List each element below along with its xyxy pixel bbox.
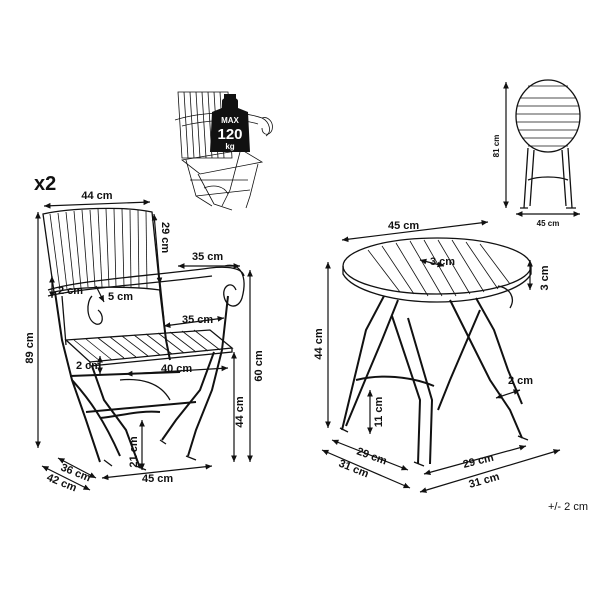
- chair-seat-width-label: 40 cm: [161, 363, 192, 375]
- max-load-line3: kg: [225, 142, 234, 151]
- tolerance-note: +/- 2 cm: [548, 501, 588, 513]
- table-base-b-outer-label: 31 cm: [468, 471, 502, 491]
- chair-dimensions: 44 cm 29 cm 35 cm 2 cm 5 cm 89 cm 35 cm …: [24, 190, 265, 495]
- chair-drawing: [42, 207, 245, 471]
- quantity-multiplier: x2: [34, 173, 56, 195]
- table-leg-clearance-label: 11 cm: [373, 396, 385, 427]
- table-height-label: 44 cm: [313, 328, 325, 359]
- table-base-b-inner-label: 29 cm: [462, 452, 495, 471]
- chair-total-height-label: 89 cm: [24, 332, 36, 363]
- table-base-a-outer-label: 31 cm: [337, 458, 371, 481]
- table-leg-thickness-label: 2 cm: [508, 375, 533, 387]
- folded-table-dimensions: 81 cm 45 cm: [492, 82, 580, 228]
- chair-base-width-label: 45 cm: [142, 473, 173, 485]
- chair-armrest-gap-label: 5 cm: [108, 291, 133, 303]
- folded-table-drawing: [515, 79, 581, 209]
- max-load-line2: 120: [217, 126, 242, 143]
- table-slat-width-label: 3 cm: [430, 256, 455, 268]
- chair-seat-thickness-label: 2 cm: [76, 360, 101, 372]
- table-drawing: [339, 237, 532, 467]
- chair-armrest-length-label: 35 cm: [192, 251, 223, 263]
- chair-armrest-height-label: 60 cm: [253, 350, 265, 381]
- table-top-thickness-label: 3 cm: [539, 265, 551, 290]
- weight-icon: [210, 97, 250, 152]
- table-top-diameter-label: 45 cm: [388, 220, 419, 232]
- chair-seat-height-label: 44 cm: [234, 396, 246, 427]
- table-dimensions: 45 cm 3 cm 3 cm 44 cm 11 cm 2 cm 29 cm 3…: [313, 219, 561, 493]
- chair-backrest-width-label: 44 cm: [81, 190, 112, 202]
- chair-armrest-thickness-label: 2 cm: [58, 285, 83, 297]
- max-load-badge: MAX 120 kg: [210, 94, 250, 152]
- folded-table-height-label: 81 cm: [492, 135, 501, 158]
- chair-seat-depth-label: 35 cm: [182, 314, 213, 326]
- folded-table-width-label: 45 cm: [537, 219, 560, 228]
- chair-thumbnail: [174, 91, 273, 211]
- max-load-line1: MAX: [221, 116, 239, 125]
- chair-leg-clearance-label: 21 cm: [128, 436, 140, 467]
- chair-backrest-height-label: 29 cm: [159, 222, 171, 253]
